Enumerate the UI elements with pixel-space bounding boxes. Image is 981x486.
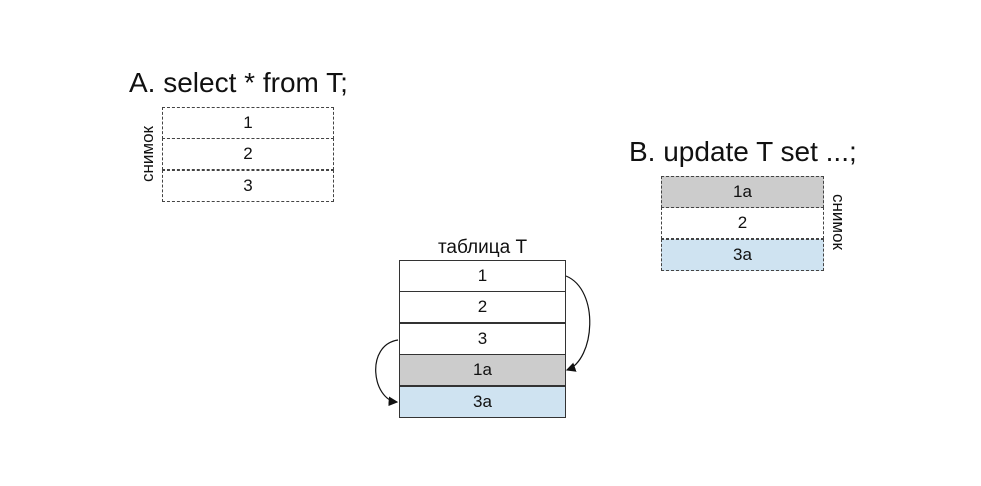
snapshot-a-row: 3 [162, 170, 334, 202]
snapshot-b: 1a 2 3a [661, 176, 824, 271]
table-row: 1a [399, 354, 566, 386]
snapshot-b-row: 1a [661, 176, 824, 208]
query-a-heading: A. select * from T; [129, 67, 348, 98]
query-b-heading: B. update T set ...; [629, 136, 857, 167]
arrow-3-to-3a [375, 339, 399, 407]
table-title: таблица T [437, 237, 528, 258]
snapshot-a: 1 2 3 [162, 107, 334, 202]
arrow-1-to-1a [565, 275, 591, 372]
snapshot-b-row: 2 [661, 207, 824, 239]
table-row: 3a [399, 386, 566, 418]
snapshot-b-row: 3a [661, 239, 824, 271]
table-row: 2 [399, 291, 566, 323]
table-t: 1 2 3 1a 3a [399, 260, 566, 418]
snapshot-a-row: 2 [162, 138, 334, 170]
